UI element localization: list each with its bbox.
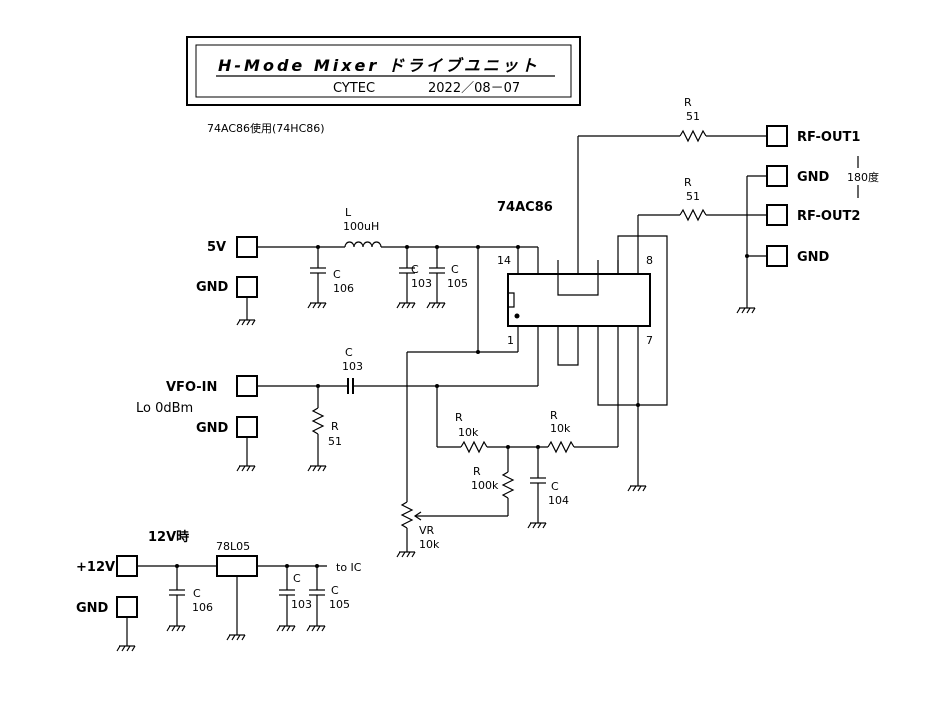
inductor-value: 100uH (343, 220, 379, 233)
c106-bot-value: 106 (192, 601, 213, 614)
terminal-vfo (236, 375, 258, 397)
r100k-value: 100k (471, 479, 499, 492)
inductor-ref: L (345, 206, 352, 219)
output-section: R 51 RF-OUT1 R 51 RF-OUT2 GND GND 180度 (577, 96, 879, 492)
r10k-b-value: 10k (550, 422, 571, 435)
vr-ref: VR (419, 524, 435, 537)
c105-bot-ref: C (331, 584, 339, 597)
pin-14-label: 14 (497, 254, 511, 267)
c105-top-value: 105 (447, 277, 468, 290)
ic-note: 74AC86使用(74HC86) (207, 122, 325, 135)
pin-8-label: 8 (646, 254, 653, 267)
c-in-ref: C (345, 346, 353, 359)
label-gnd-3: GND (76, 601, 109, 616)
pin-7-label: 7 (646, 334, 653, 347)
vr-10k (400, 501, 414, 529)
ic-74ac86: 74AC86 14 8 1 7 (497, 200, 653, 366)
r51-in-value: 51 (328, 435, 342, 448)
c104-value: 104 (548, 494, 569, 507)
label-gnd-1: GND (196, 280, 229, 295)
r10k-a-ref: R (455, 411, 463, 424)
label-gnd-2: GND (196, 421, 229, 436)
c106-bot-ref: C (193, 587, 201, 600)
ic-pins-bottom (517, 326, 639, 340)
r51-out2-value: 51 (686, 190, 700, 203)
c106-top-ref: C (333, 268, 341, 281)
c103-bot-ref: C (293, 572, 301, 585)
terminal-gnd-rf1 (766, 165, 788, 187)
terminal-gnd-1 (236, 276, 258, 298)
label-gnd-rf2: GND (797, 250, 830, 265)
reg-name: 78L05 (216, 540, 250, 553)
terminal-12v (116, 555, 138, 577)
r100k-ref: R (473, 465, 481, 478)
r51-out1-value: 51 (686, 110, 700, 123)
c103-top-value: 103 (411, 277, 432, 290)
regulator-section: 12V時 +12V GND C 106 78L05 C 103 C 105 to (76, 529, 362, 652)
terminal-gnd-2 (236, 416, 258, 438)
label-phase: 180度 (847, 170, 879, 184)
to-ic-label: to IC (336, 561, 362, 574)
terminal-gnd-rf2 (766, 245, 788, 267)
c-in-value: 103 (342, 360, 363, 373)
c106-top-value: 106 (333, 282, 354, 295)
vfo-section: VFO-IN Lo 0dBm GND R 51 C 103 R 10k (136, 247, 619, 558)
r51-in-ref: R (331, 420, 339, 433)
label-rfout2: RF-OUT2 (797, 209, 860, 224)
label-vfo-level: Lo 0dBm (136, 401, 193, 416)
c105-bot-value: 105 (329, 598, 350, 611)
label-12v: +12V (76, 560, 115, 575)
terminal-gnd-3 (116, 596, 138, 618)
ic-pins-top (537, 260, 639, 274)
title-main: H-Mode Mixer ドライブユニット (218, 56, 540, 75)
r51-out1-ref: R (684, 96, 692, 109)
vr-value: 10k (419, 538, 440, 551)
title-block: H-Mode Mixer ドライブユニット CYTEC 2022／08－07 (186, 36, 581, 106)
pin-1-label: 1 (507, 334, 514, 347)
terminal-5v (236, 236, 258, 258)
reg-title: 12V時 (148, 529, 189, 545)
r10k-b-ref: R (550, 409, 558, 422)
terminal-rfout2 (766, 204, 788, 226)
terminal-rfout1 (766, 125, 788, 147)
label-5v: 5V (207, 240, 226, 255)
r10k-a-value: 10k (458, 426, 479, 439)
c103-top-ref: C (411, 263, 419, 276)
title-maker: CYTEC (333, 81, 375, 96)
c105-top-ref: C (451, 263, 459, 276)
ic-name: 74AC86 (497, 200, 553, 215)
c104-ref: C (551, 480, 559, 493)
c103-bot-value: 103 (291, 598, 312, 611)
title-date: 2022／08－07 (428, 81, 520, 96)
label-vfo: VFO-IN (166, 380, 217, 395)
power-5v-section: 5V GND C 106 L 100uH C 103 C 105 (196, 206, 539, 326)
label-rfout1: RF-OUT1 (797, 130, 860, 145)
regulator-78l05 (216, 555, 258, 577)
inductor-l (344, 241, 382, 248)
label-gnd-rf1: GND (797, 170, 830, 185)
r51-out2-ref: R (684, 176, 692, 189)
